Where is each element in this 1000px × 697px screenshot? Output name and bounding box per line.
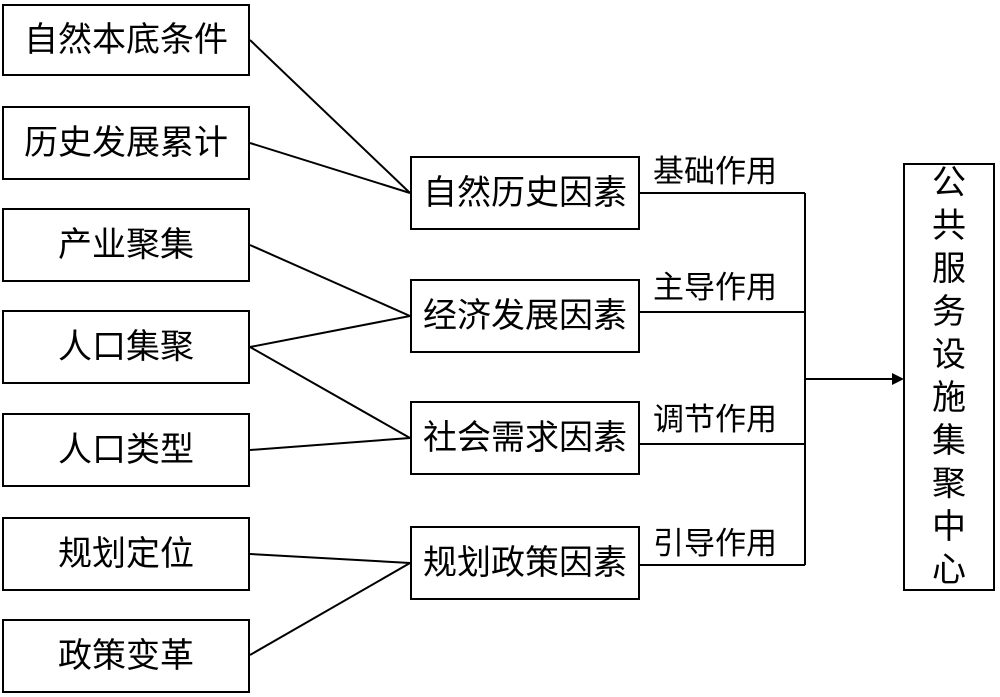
connector-policy [249, 562, 411, 656]
factor-planning-position: 规划定位 [2, 517, 250, 591]
middle-natural-history: 自然历史因素 [410, 156, 640, 230]
target-char: 务 [932, 292, 966, 332]
target-char: 集 [932, 421, 966, 461]
target-public-service-center: 公 共 服 务 设 施 集 聚 中 心 [903, 163, 995, 591]
effect-label-guiding: 引导作用 [653, 526, 777, 562]
target-char: 施 [932, 378, 966, 418]
connector-population-social [249, 346, 411, 439]
target-char: 公 [932, 163, 966, 203]
effect-label-regulating: 调节作用 [653, 402, 777, 438]
target-char: 中 [932, 507, 966, 547]
factor-population-type: 人口类型 [2, 413, 250, 487]
target-char: 共 [932, 206, 966, 246]
connector-planning [249, 553, 411, 564]
target-char: 设 [932, 335, 966, 375]
target-char: 心 [932, 550, 966, 590]
connector-history [249, 142, 411, 194]
effect-label-leading: 主导作用 [653, 270, 777, 306]
factor-history: 历史发展累计 [2, 106, 250, 180]
factor-policy-change: 政策变革 [2, 619, 250, 693]
target-char: 服 [932, 249, 966, 289]
connector-population-econ [249, 315, 411, 348]
middle-economic: 经济发展因素 [410, 279, 640, 353]
factor-population-gathering: 人口集聚 [2, 310, 250, 384]
target-char: 聚 [932, 464, 966, 504]
connector-population-type [249, 437, 411, 451]
connector-natural-base [249, 39, 411, 194]
factor-natural-base: 自然本底条件 [2, 4, 250, 76]
effect-label-basic: 基础作用 [653, 154, 777, 190]
factor-industry: 产业聚集 [2, 208, 250, 282]
connector-industry [249, 244, 411, 317]
middle-social-demand: 社会需求因素 [410, 401, 640, 475]
middle-planning-policy: 规划政策因素 [410, 526, 640, 600]
